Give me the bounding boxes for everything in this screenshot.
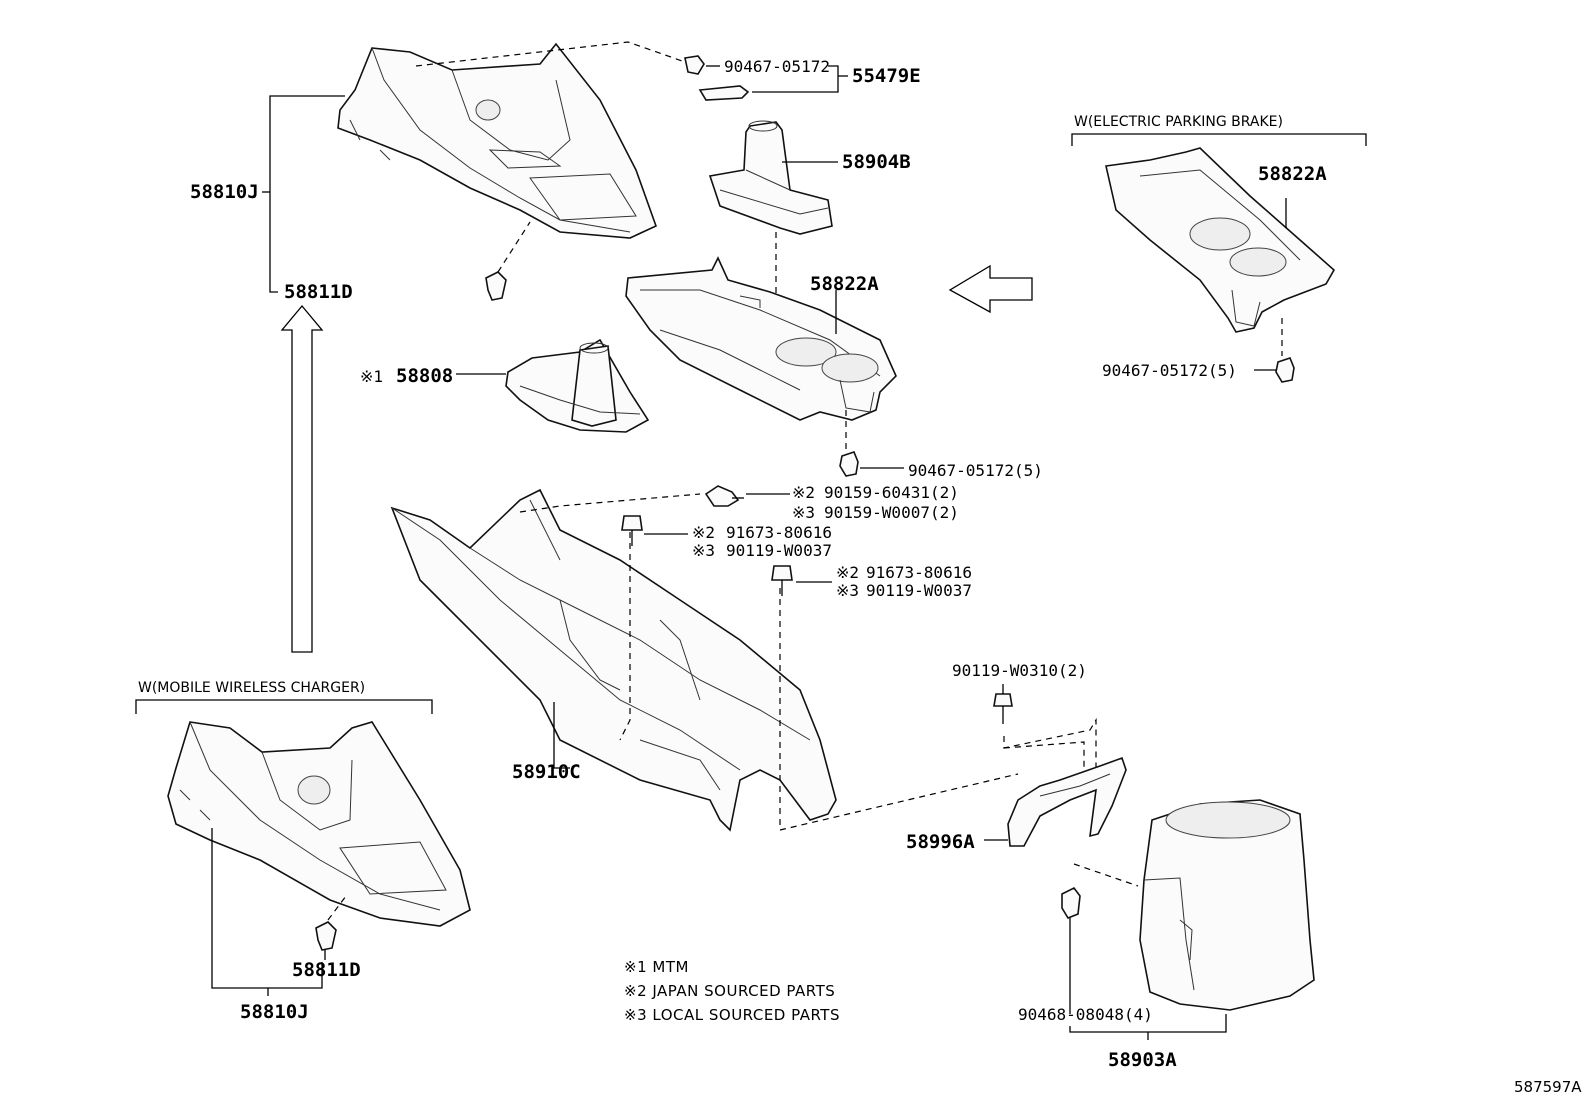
mark-90159-w0007: ※3 [792,503,815,522]
mark-91673-80616-a: ※2 [692,523,715,542]
label-58904b: 58904B [842,151,911,173]
console-body-58910c [390,488,837,832]
label-90159-w0007: 90159-W0007(2) [824,503,959,522]
arrow-left-icon [948,264,1033,314]
clip-58811d-bottom [315,921,337,951]
diagram-reference-code: 587597A [1514,1078,1582,1096]
mark-90119-w0037-a: ※3 [692,541,715,560]
console-upper-panel-top [337,42,657,239]
bracket-58996a [1007,756,1127,847]
screw-90159-60431 [704,485,744,507]
label-58910c: 58910C [512,761,581,783]
note-mtm: ※1 MTM [624,958,689,976]
mark-58808: ※1 [360,367,383,386]
label-91673-80616-b: 91673-80616 [866,563,972,582]
label-55479e: 55479E [852,65,921,87]
label-90467-05172: 90467-05172 [724,57,830,76]
label-58996a: 58996A [906,831,975,853]
label-58903a: 58903A [1108,1049,1177,1071]
label-90119-w0310: 90119-W0310(2) [952,661,1087,680]
clip-90467-05172-top [684,55,705,75]
screw-91673-80616-b [771,565,793,596]
label-58822a-center: 58822A [810,273,879,295]
screw-90119-w0310 [993,693,1013,724]
label-90119-w0037-b: 90119-W0037 [866,581,972,600]
note-local-sourced: ※3 LOCAL SOURCED PARTS [624,1006,840,1024]
arrow-up-icon [280,304,324,653]
screw-91673-80616-a [621,515,643,546]
console-upper-panel-bottom [167,721,471,927]
mark-90119-w0037-b: ※3 [836,581,859,600]
trim-55479e [698,85,750,101]
label-58811d-bottom: 58811D [292,959,361,981]
label-90119-w0037-a: 90119-W0037 [726,541,832,560]
label-58810j-bottom: 58810J [240,1001,309,1023]
mark-91673-80616-b: ※2 [836,563,859,582]
mark-90159-60431: ※2 [792,483,815,502]
label-58808: 58808 [396,365,453,387]
console-box-58822a-right [1105,147,1336,333]
note-japan-sourced: ※2 JAPAN SOURCED PARTS [624,982,835,1000]
clip-90467-05172-right [1275,357,1295,383]
shift-boot-58904b [708,120,833,235]
clip-58811d-top [485,271,507,301]
clip-90468-08048 [1061,886,1081,919]
shift-boot-58808 [505,338,650,433]
label-90467-05172-5-right: 90467-05172(5) [1102,361,1237,380]
label-91673-80616-a: 91673-80616 [726,523,832,542]
label-58822a-right: 58822A [1258,163,1327,185]
label-90467-05172-5-center: 90467-05172(5) [908,461,1043,480]
label-58811d-top: 58811D [284,281,353,303]
console-box-58822a-center [625,256,897,421]
label-90468-08048: 90468-08048(4) [1018,1005,1153,1024]
label-90159-60431: 90159-60431(2) [824,483,959,502]
rear-console-58903a [1139,799,1315,1011]
group-title-mobile-wireless-charger: W(MOBILE WIRELESS CHARGER) [138,680,365,696]
clip-90467-05172-center [839,451,859,477]
label-58810j-top: 58810J [190,181,259,203]
group-title-electric-parking-brake: W(ELECTRIC PARKING BRAKE) [1074,114,1283,130]
